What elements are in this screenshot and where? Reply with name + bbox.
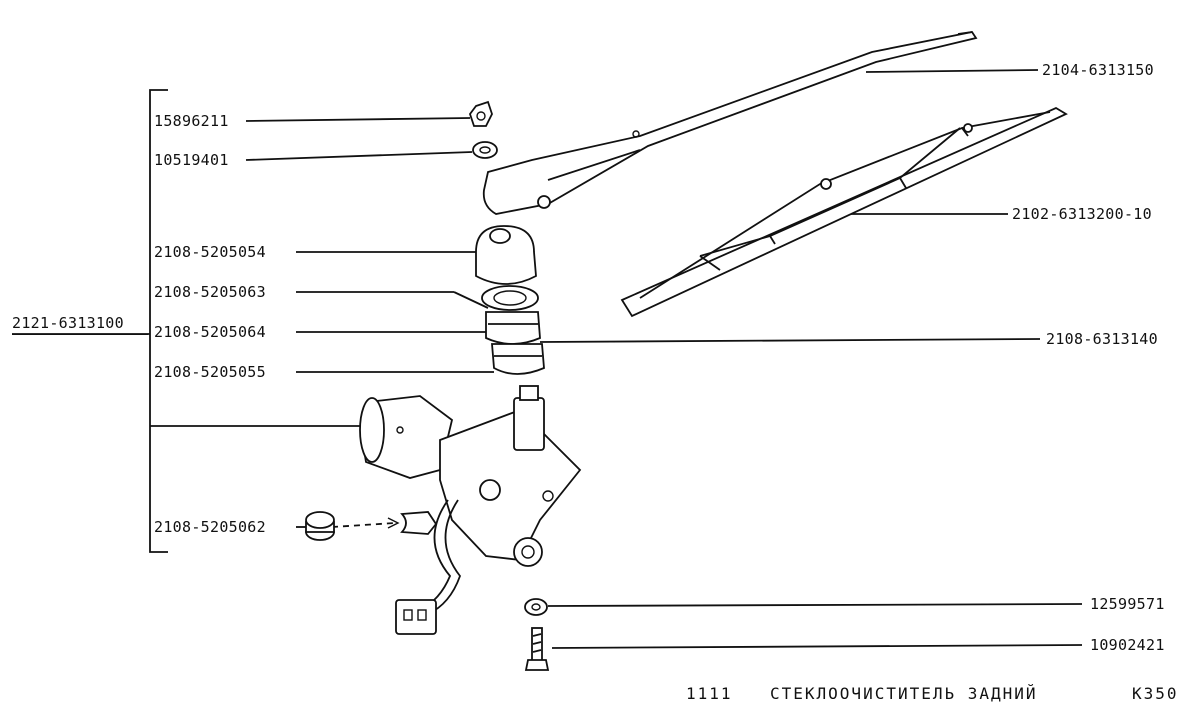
callout-seal-ring: 2108-5205063: [154, 283, 266, 301]
wiper-blade-drawing: [620, 106, 1068, 318]
callout-nut: 15896211: [154, 112, 229, 130]
callout-spacer: 2108-5205055: [154, 363, 266, 381]
callout-washer-small: 12599571: [1090, 595, 1165, 613]
callout-bolt: 10902421: [1090, 636, 1165, 654]
fasteners-drawing: [524, 598, 550, 671]
wiper-motor-drawing: [359, 385, 582, 635]
leader-lines: [245, 69, 1083, 649]
callout-blade: 2102-6313200-10: [1012, 205, 1152, 223]
grommet-drawing: [305, 511, 335, 541]
callout-bushing: 2108-5205064: [154, 323, 266, 341]
assembly-label: 2121-6313100: [12, 314, 124, 332]
footer-number: 1111: [686, 684, 733, 703]
small-parts-drawing: [468, 100, 545, 375]
footer-code: K350: [1132, 684, 1179, 703]
callout-cap: 2108-5205054: [154, 243, 266, 261]
assembly-underline: [12, 334, 148, 335]
footer-title: СТЕКЛООЧИСТИТЕЛЬ ЗАДНИЙ: [770, 684, 1038, 703]
callout-seal-set: 2108-6313140: [1046, 330, 1158, 348]
callout-washer: 10519401: [154, 151, 229, 169]
callout-arm: 2104-6313150: [1042, 61, 1154, 79]
callout-grommet: 2108-5205062: [154, 518, 266, 536]
wiper-arm-drawing: [482, 30, 978, 215]
